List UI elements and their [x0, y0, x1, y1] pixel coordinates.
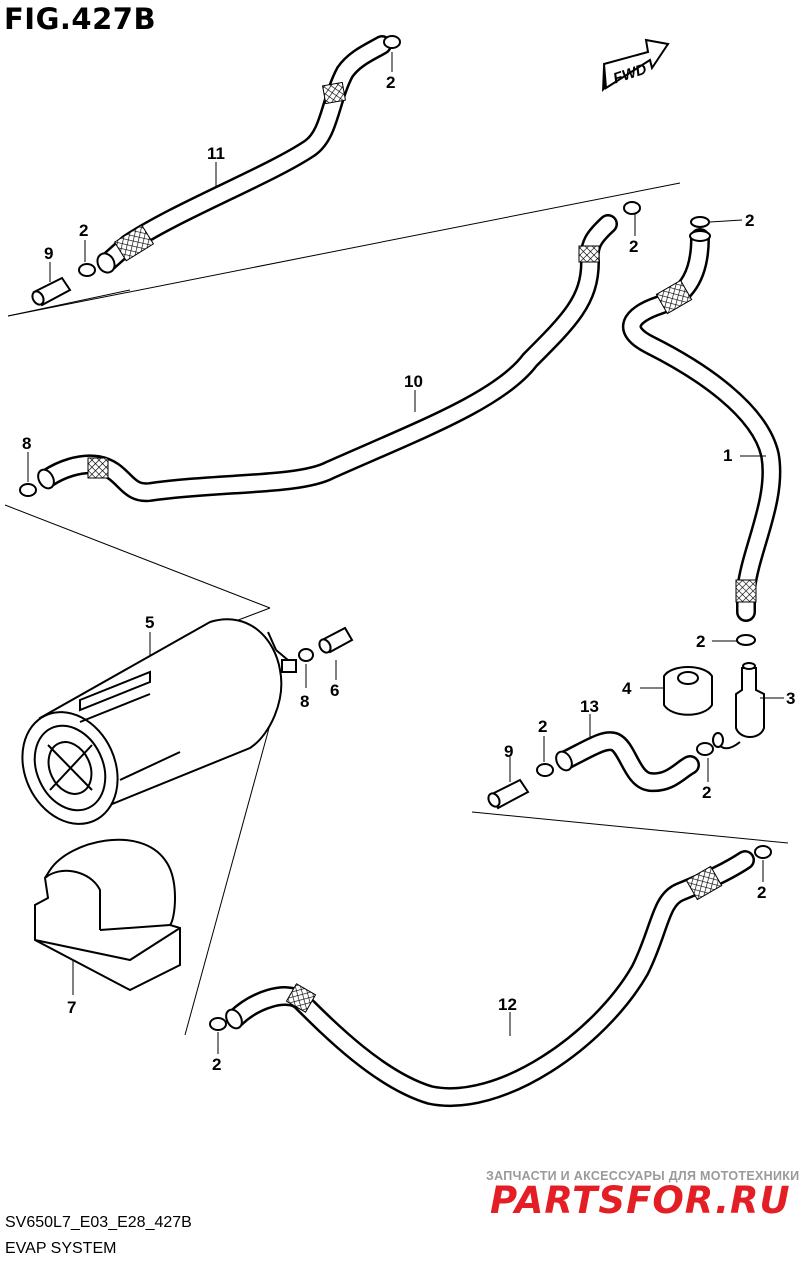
callout-2: 2: [629, 237, 638, 256]
callout-12: 12: [498, 995, 517, 1014]
clamp-icon: [696, 742, 714, 756]
pipe-connector-9-upper: [31, 276, 72, 307]
callout-2: 2: [538, 717, 547, 736]
clamp-icon: [383, 35, 401, 49]
callout-7: 7: [67, 998, 76, 1017]
fwd-arrow-icon: FWD: [602, 38, 670, 92]
watermark-tagline: ЗАПЧАСТИ И АКСЕССУАРЫ ДЛЯ МОТОТЕХНИКИ: [486, 1169, 800, 1183]
callout-2: 2: [79, 221, 88, 240]
callout-9: 9: [44, 244, 53, 263]
leader-lines: [27, 52, 784, 1054]
callout-2: 2: [386, 73, 395, 92]
clamp-icon: [690, 216, 710, 228]
figure-caption: EVAP SYSTEM: [5, 1240, 117, 1257]
valve-3: [712, 662, 765, 750]
model-code: SV650L7_E03_E28_427B: [5, 1214, 192, 1231]
hose-13: [555, 731, 700, 793]
callout-6: 6: [330, 681, 339, 700]
callout-10: 10: [404, 372, 423, 391]
callout-13: 13: [580, 697, 599, 716]
holder-4: [663, 666, 713, 716]
callout-3: 3: [786, 689, 795, 708]
hose-10: [37, 214, 618, 503]
cap-6: [318, 626, 354, 654]
clamp-icon: [736, 634, 756, 646]
hose-clamps: [19, 35, 772, 1031]
clamp-icon: [623, 201, 641, 215]
clamp-icon: [209, 1017, 227, 1031]
callout-1: 1: [723, 446, 732, 465]
hose-12: [225, 850, 755, 1107]
clamp-icon: [298, 648, 314, 662]
callout-2: 2: [702, 783, 711, 802]
hose-11: [96, 35, 392, 274]
group-divider-lines: [4, 182, 789, 1036]
callout-11: 11: [207, 144, 225, 163]
clamp-icon: [19, 483, 37, 497]
callout-8: 8: [300, 692, 309, 711]
canister-5: [21, 618, 297, 825]
bracket-7: [34, 838, 181, 992]
callout-8: 8: [22, 434, 31, 453]
callout-9: 9: [504, 742, 513, 761]
clamp-icon: [536, 763, 554, 777]
callout-2: 2: [745, 211, 754, 230]
watermark-logo: PARTSFOR.RU: [490, 1179, 791, 1222]
callout-5: 5: [145, 613, 154, 632]
hose-1: [622, 228, 782, 622]
callout-numbers: 2 11 2 9 2 2 10 8 1 5 2 4 3 6 8 13 2 9 2…: [22, 73, 795, 1074]
callout-2: 2: [757, 883, 766, 902]
figure-title: FIG.427B: [4, 2, 157, 36]
callout-2: 2: [212, 1055, 221, 1074]
pipe-connector-9-lower: [487, 778, 530, 810]
clamp-icon: [754, 845, 772, 859]
callout-4: 4: [622, 679, 632, 698]
clamp-icon: [78, 263, 96, 277]
callout-2: 2: [696, 632, 705, 651]
